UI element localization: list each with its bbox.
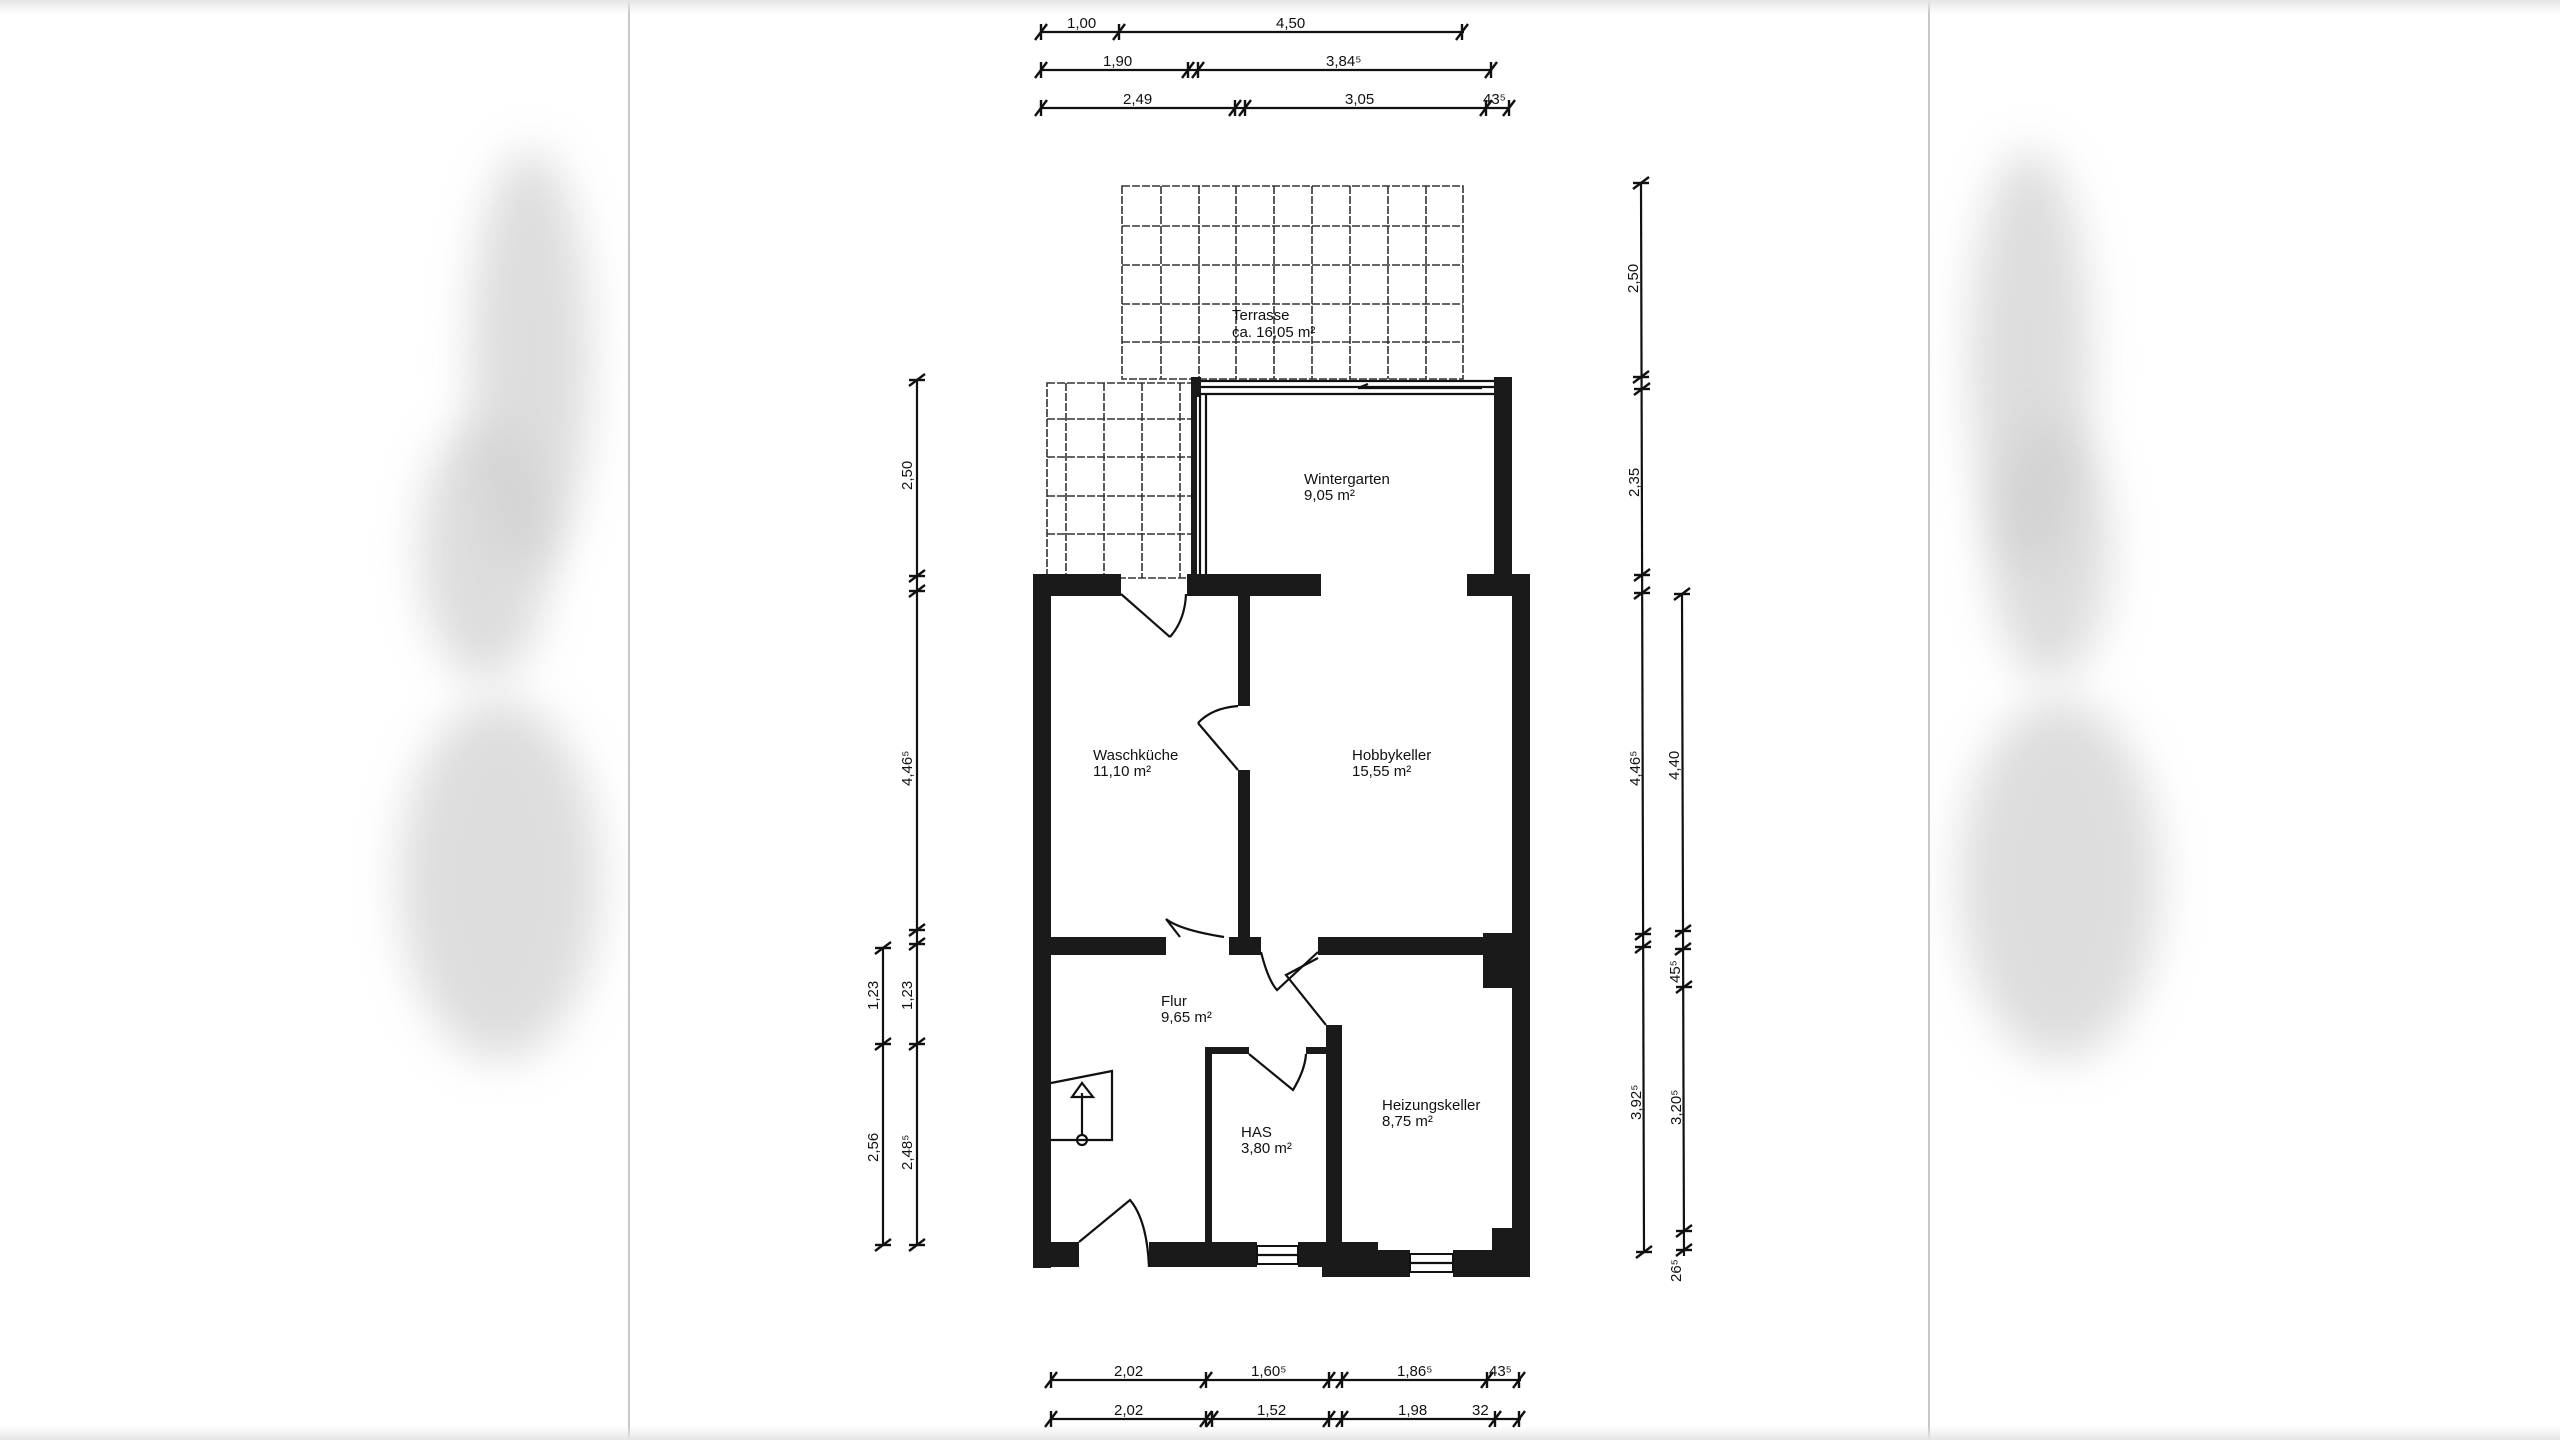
room-labels: Terrasse ca. 16,05 m² Wintergarten 9,05 … <box>1093 307 1480 1157</box>
room-name-terrasse: Terrasse <box>1232 307 1290 324</box>
dim-bottom-1-d: 43⁵ <box>1489 1363 1512 1380</box>
wintergarten-glazing <box>1198 379 1494 574</box>
terrace-tiles <box>1046 185 1464 579</box>
dim-right-inner-2: 2,35 <box>1626 468 1643 497</box>
walls <box>1033 377 1530 1277</box>
room-name-flur: Flur <box>1161 993 1187 1010</box>
dim-bottom-1-a: 2,02 <box>1114 1363 1143 1380</box>
dim-right-inner-3: 4,46⁵ <box>1627 751 1644 786</box>
blurred-background-right <box>1930 0 2560 1440</box>
room-area-waschkueche: 11,10 m² <box>1093 763 1151 780</box>
room-name-hobbykeller: Hobbykeller <box>1352 747 1431 764</box>
floor-plan-sheet <box>628 0 1930 1440</box>
room-area-heizungskeller: 8,75 m² <box>1382 1113 1433 1130</box>
dim-right-inner-1: 2,50 <box>1625 264 1642 293</box>
dim-top-1-a: 1,00 <box>1067 15 1096 32</box>
dim-left-outer-1: 1,23 <box>865 981 882 1010</box>
dim-bottom-1-c: 1,86⁵ <box>1397 1363 1432 1380</box>
dim-bottom-2-a: 2,02 <box>1114 1402 1143 1419</box>
room-area-terrasse: ca. 16,05 m² <box>1232 324 1315 341</box>
left-dimension-chains: 1,23 2,56 2,50 4,46⁵ 1,23 2,48⁵ <box>865 373 926 1252</box>
windows <box>1256 1245 1454 1273</box>
dim-right-inner-4: 3,92⁵ <box>1628 1085 1645 1120</box>
dim-left-outer-2: 2,56 <box>865 1133 882 1162</box>
dim-bottom-1-b: 1,60⁵ <box>1251 1363 1286 1380</box>
dim-bottom-2-d: 32 <box>1472 1402 1489 1419</box>
room-name-heizungskeller: Heizungskeller <box>1382 1097 1480 1114</box>
dim-right-outer-1: 4,40 <box>1666 751 1683 780</box>
dim-bottom-2-c: 1,98 <box>1398 1402 1427 1419</box>
dim-top-2-b: 3,84⁵ <box>1326 53 1361 70</box>
room-area-has: 3,80 m² <box>1241 1140 1292 1157</box>
room-area-wintergarten: 9,05 m² <box>1304 487 1355 504</box>
room-area-flur: 9,65 m² <box>1161 1009 1212 1026</box>
doors <box>1078 593 1327 1268</box>
room-area-hobbykeller: 15,55 m² <box>1352 763 1411 780</box>
room-name-has: HAS <box>1241 1124 1272 1141</box>
bottom-edge-shadow <box>0 1426 2560 1440</box>
dim-left-inner-2: 4,46⁵ <box>899 751 916 786</box>
dim-top-1-b: 4,50 <box>1276 15 1305 32</box>
right-dimension-chains: 2,50 2,35 4,46⁵ 3,92⁵ 4,40 45⁵ 3,20⁵ 26⁵ <box>1625 176 1693 1282</box>
dim-left-inner-3: 1,23 <box>899 981 916 1010</box>
dim-left-inner-4: 2,48⁵ <box>899 1135 916 1170</box>
dim-right-outer-3: 3,20⁵ <box>1668 1090 1685 1125</box>
blurred-background-left <box>0 0 628 1440</box>
bottom-dimension-chains: 2,02 1,60⁵ 1,86⁵ 43⁵ 2,02 1,52 1,98 32 <box>1044 1363 1526 1428</box>
dim-left-inner-1: 2,50 <box>899 461 916 490</box>
dim-top-3-c: 43⁵ <box>1483 91 1506 108</box>
dim-bottom-2-b: 1,52 <box>1257 1402 1286 1419</box>
top-dimension-chains: 1,00 4,50 1,90 3,84⁵ 2,49 3,05 43⁵ <box>1034 15 1516 117</box>
dim-right-outer-2: 45⁵ <box>1667 960 1684 983</box>
room-name-wintergarten: Wintergarten <box>1304 471 1390 488</box>
dim-top-3-a: 2,49 <box>1123 91 1152 108</box>
top-edge-shadow <box>0 0 2560 14</box>
stair-icon <box>1050 1069 1114 1147</box>
dim-top-3-b: 3,05 <box>1345 91 1374 108</box>
dim-right-outer-4: 26⁵ <box>1668 1259 1685 1282</box>
room-name-waschkueche: Waschküche <box>1093 747 1178 764</box>
dim-top-2-a: 1,90 <box>1103 53 1132 70</box>
